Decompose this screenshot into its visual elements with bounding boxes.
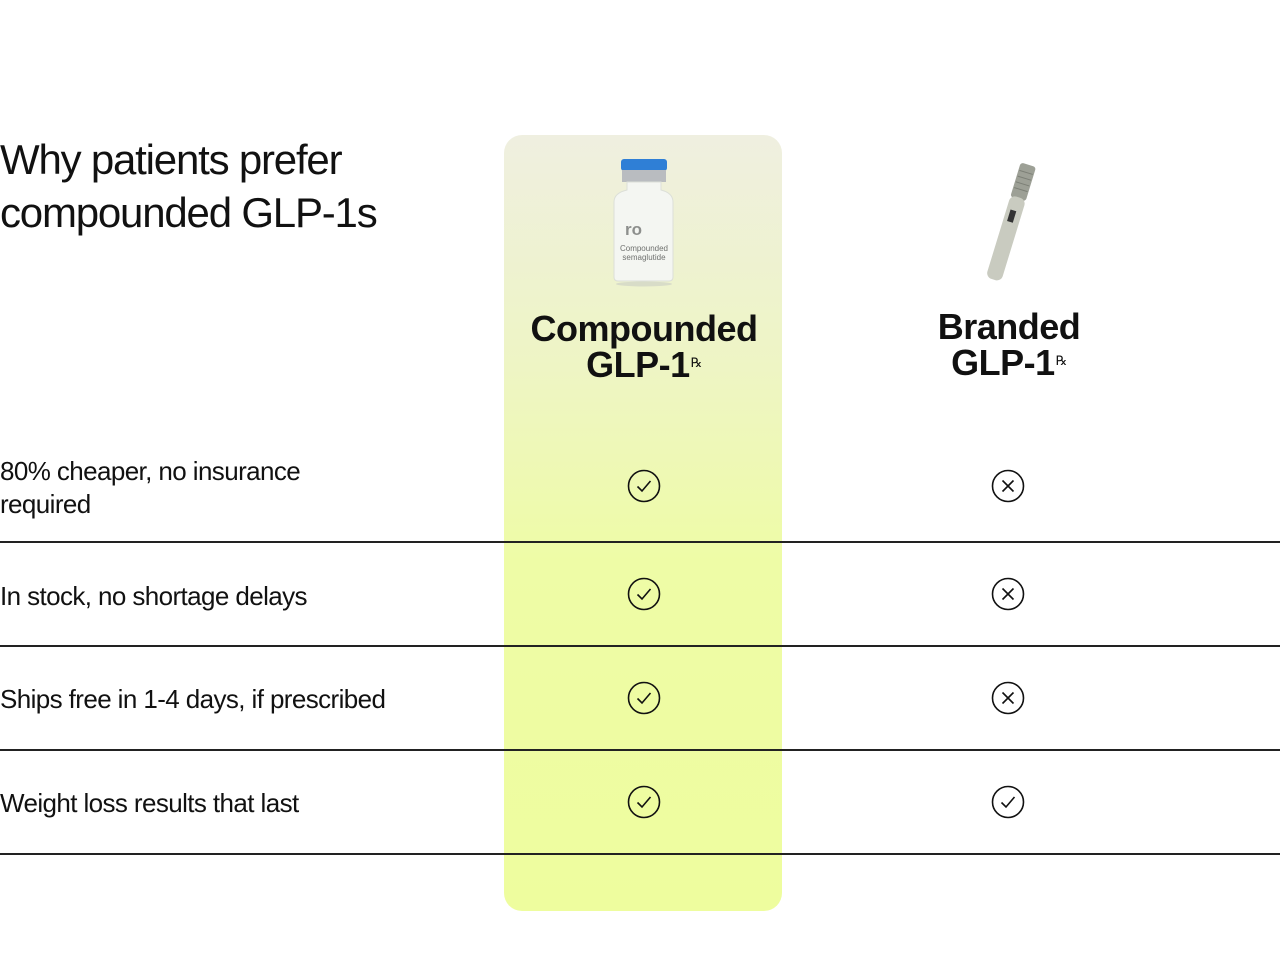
check-circle-icon <box>627 681 661 715</box>
row-label: Weight loss results that last <box>0 788 299 818</box>
row-label: In stock, no shortage delays <box>0 581 308 611</box>
row-divider <box>0 541 1280 543</box>
check-circle-icon <box>627 785 661 819</box>
vial-brand: ro <box>625 220 642 239</box>
pen-injector-image <box>987 163 1036 281</box>
row-divider <box>0 749 1280 751</box>
check-circle-icon <box>991 785 1025 819</box>
x-circle-icon <box>991 681 1025 715</box>
row-divider <box>0 853 1280 855</box>
row-label: Ships free in 1-4 days, if prescribed <box>0 684 386 714</box>
column-header-line-1: Compounded <box>530 308 758 349</box>
vial-label: Compounded semaglutide <box>619 244 669 262</box>
rx-symbol: ℞ <box>1055 353 1068 368</box>
row-label: 80% cheaper, no insurance required <box>0 456 301 519</box>
check-circle-icon <box>627 469 661 503</box>
column-header-line-2: GLP-1 <box>586 344 690 385</box>
x-circle-icon <box>991 469 1025 503</box>
column-header-line-1: Branded <box>937 306 1081 347</box>
vial-image: ro <box>613 159 674 287</box>
check-circle-icon <box>627 577 661 611</box>
page-title: Why patients prefer compounded GLP-1s <box>0 133 378 239</box>
rx-symbol: ℞ <box>690 355 703 370</box>
title-line-1: Why patients prefer <box>0 136 343 183</box>
column-header-compounded: Compounded GLP-1℞ <box>505 311 783 383</box>
x-circle-icon <box>991 577 1025 611</box>
row-divider <box>0 645 1280 647</box>
column-header-line-2: GLP-1 <box>951 342 1055 383</box>
title-line-2: compounded GLP-1s <box>0 189 378 236</box>
column-header-branded: Branded GLP-1℞ <box>870 309 1148 381</box>
